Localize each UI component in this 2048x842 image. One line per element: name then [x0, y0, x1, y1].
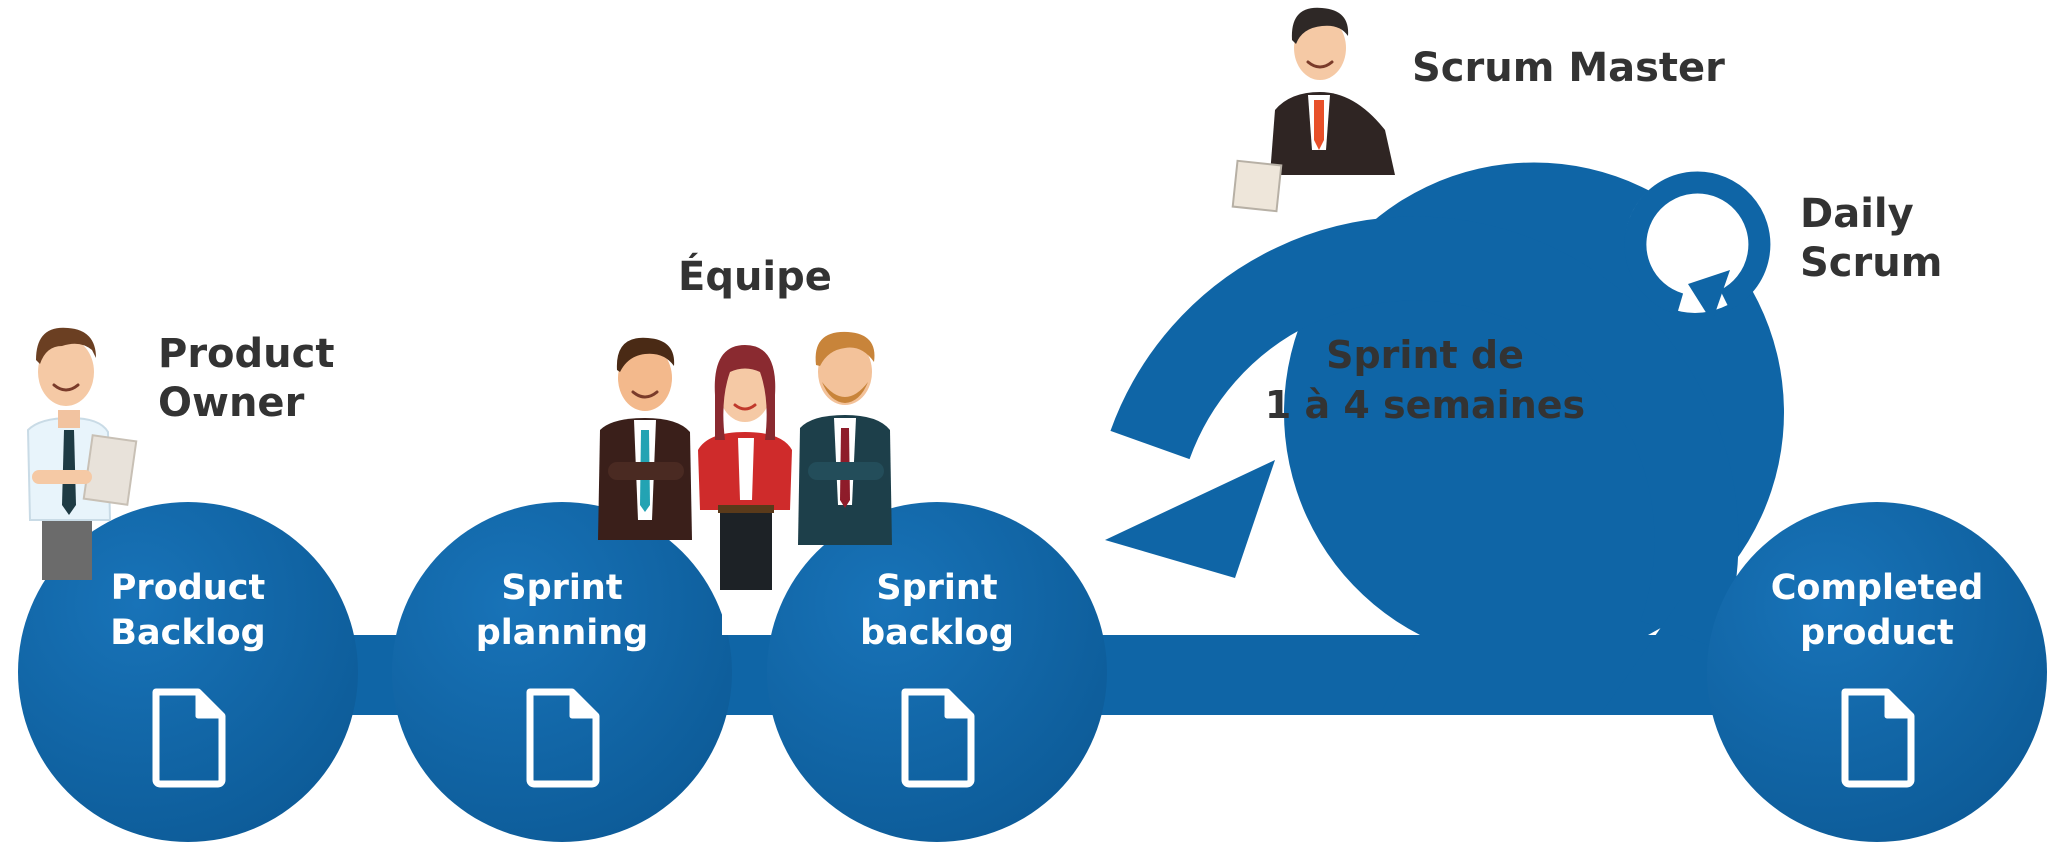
step-label-line2: backlog [860, 612, 1014, 653]
scrum-master-label-text: Scrum Master [1412, 45, 1725, 91]
team-label-text: Équipe [678, 254, 832, 300]
step-label-line1: Product [110, 568, 266, 608]
node-circle-sprint-planning [392, 502, 732, 842]
document-icon [152, 688, 226, 788]
step-label-line1: Completed [1770, 568, 1984, 608]
team-person-2-icon [698, 345, 792, 635]
step-sprint-planning: Sprint planning [412, 566, 712, 656]
document-icon [1841, 688, 1915, 788]
daily-scrum-label-line1: Daily [1800, 191, 1914, 237]
team-label: Équipe [678, 253, 832, 302]
step-label-line2: product [1800, 612, 1954, 653]
team-person-1-icon [598, 337, 692, 540]
document-icon [526, 688, 600, 788]
node-circle-completed-product [1707, 502, 2047, 842]
sprint-duration-line2: 1 à 4 semaines [1264, 383, 1586, 428]
sprint-loop [1105, 216, 1739, 715]
sprint-duration-label: Sprint de 1 à 4 semaines [1205, 330, 1645, 430]
product-owner-label-line1: Product [158, 331, 335, 377]
step-label-line1: Sprint [876, 568, 998, 608]
scrum-master-label: Scrum Master [1412, 44, 1725, 93]
step-sprint-backlog: Sprint backlog [787, 566, 1087, 656]
team-person-3-icon [798, 331, 892, 545]
scrum-master-person-icon [1231, 7, 1395, 213]
product-owner-person-icon [26, 327, 138, 580]
daily-scrum-label-line2: Scrum [1800, 239, 1943, 286]
step-product-backlog: Product Backlog [38, 566, 338, 656]
document-icon [901, 688, 975, 788]
step-label-line2: planning [475, 612, 649, 653]
step-completed-product: Completed product [1727, 566, 2027, 656]
product-owner-label: Product Owner [158, 330, 334, 428]
node-circle-sprint-backlog [767, 502, 1107, 842]
step-label-line2: Backlog [110, 612, 266, 653]
sprint-arrowhead [1105, 460, 1275, 578]
sprint-duration-line1: Sprint de [1326, 333, 1524, 377]
node-circle-product-backlog [18, 502, 358, 842]
daily-scrum-label: Daily Scrum [1800, 190, 1942, 288]
product-owner-label-line2: Owner [158, 379, 305, 426]
step-label-line1: Sprint [501, 568, 623, 608]
daily-scrum-cycle-icon [1624, 171, 1771, 322]
